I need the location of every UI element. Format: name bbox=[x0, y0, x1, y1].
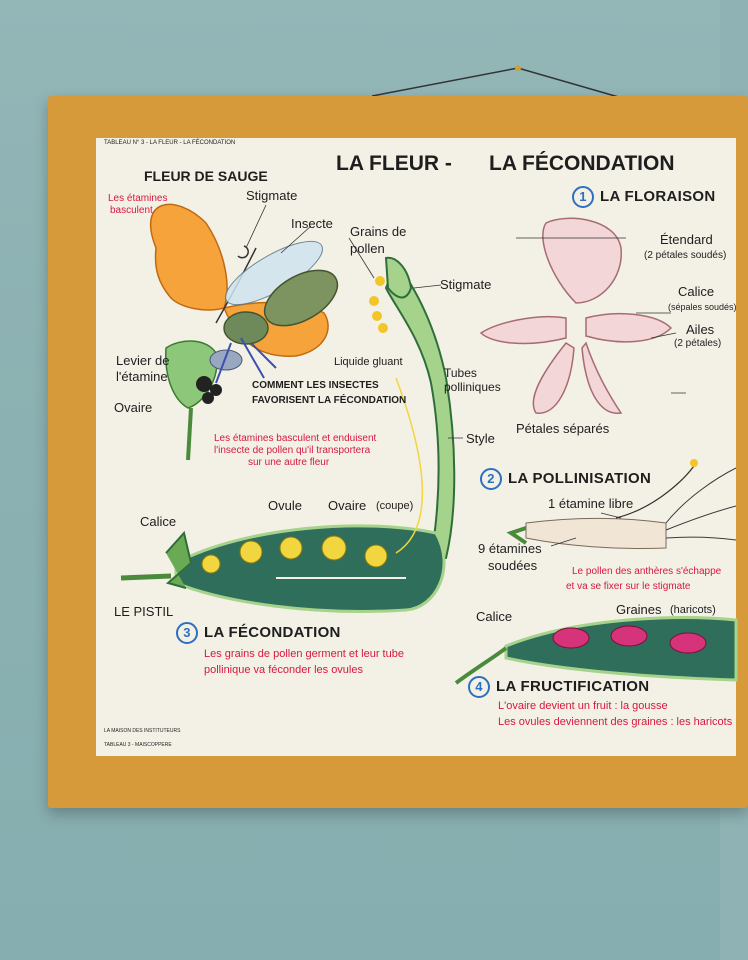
publisher-line-1: LA MAISON DES INSTITUTEURS bbox=[104, 728, 181, 734]
grains-pollen-label-1: Grains de bbox=[350, 224, 407, 239]
poster-title-part1: LA FLEUR - bbox=[336, 152, 452, 175]
ailes-sub-label: (2 pétales) bbox=[674, 338, 722, 349]
stamen-illustration bbox=[506, 459, 737, 550]
section1-heading: 1 LA FLORAISON bbox=[572, 186, 716, 208]
poster-title-part2: LA FÉCONDATION bbox=[489, 152, 675, 175]
pod-illustration bbox=[454, 616, 738, 685]
pistil-calice-label: Calice bbox=[140, 514, 177, 529]
sauge-etamines-label-2: basculent bbox=[110, 205, 153, 216]
section4-title: LA FRUCTIFICATION bbox=[496, 678, 650, 695]
calice-sub-label: (sépales soudés) bbox=[668, 302, 737, 312]
pistil-ovaire-label: Ovaire bbox=[328, 498, 367, 513]
ailes-label: Ailes bbox=[686, 322, 715, 337]
section3-number: 3 bbox=[176, 622, 198, 644]
sauge-comment-2: FAVORISENT LA FÉCONDATION bbox=[252, 395, 407, 406]
sauge-levier-label-2: l'étamine bbox=[116, 369, 168, 384]
le-pistil-label: LE PISTIL bbox=[114, 604, 174, 619]
section1-number: 1 bbox=[572, 186, 594, 208]
section2-note-1: Le pollen des anthères s'échappe bbox=[572, 566, 722, 577]
soudees-label-1: 9 étamines bbox=[478, 541, 542, 556]
section3-note-1: Les grains de pollen germent et leur tub… bbox=[204, 648, 404, 660]
calice-label: Calice bbox=[678, 284, 715, 299]
section2-title: LA POLLINISATION bbox=[508, 470, 652, 487]
sauge-title: FLEUR DE SAUGE bbox=[144, 168, 268, 184]
ovule-label: Ovule bbox=[268, 498, 302, 513]
section3-heading: 3 LA FÉCONDATION bbox=[176, 622, 341, 644]
section2-heading: 2 LA POLLINISATION bbox=[480, 468, 651, 490]
sauge-insecte-label: Insecte bbox=[291, 216, 333, 231]
pistil-illustration bbox=[120, 256, 456, 613]
pistil-stigmate-label: Stigmate bbox=[440, 277, 492, 292]
etendard-sub-label: (2 pétales soudés) bbox=[644, 250, 727, 261]
etendard-label: Étendard bbox=[660, 232, 713, 247]
soudees-label-2: soudées bbox=[488, 558, 538, 573]
sauge-note-3: sur une autre fleur bbox=[248, 457, 330, 468]
haricots-label: (haricots) bbox=[670, 604, 716, 616]
sauge-note-2: l'insecte de pollen qu'il transportera bbox=[214, 445, 371, 456]
section3-title: LA FÉCONDATION bbox=[204, 624, 341, 641]
etamine-libre-label: 1 étamine libre bbox=[548, 496, 634, 511]
sauge-ovaire-label: Ovaire bbox=[114, 400, 153, 415]
section1-title: LA FLORAISON bbox=[600, 188, 716, 205]
section4-note-2: Les ovules deviennent des graines : les … bbox=[498, 716, 733, 728]
liquide-label: Liquide gluant bbox=[334, 356, 403, 368]
sage-flower-illustration bbox=[149, 203, 339, 461]
section4-heading: 4 LA FRUCTIFICATION bbox=[468, 676, 649, 698]
wall-chart-poster: TABLEAU N° 3 - LA FLEUR - LA FÉCONDATION… bbox=[96, 138, 738, 756]
coupe-label: (coupe) bbox=[376, 500, 414, 512]
section4-note-1: L'ovaire devient un fruit : la gousse bbox=[498, 700, 668, 712]
petales-label: Pétales séparés bbox=[516, 421, 610, 436]
tubes-label-2: polliniques bbox=[444, 380, 501, 394]
section3-note-2: pollinique va féconder les ovules bbox=[204, 664, 363, 676]
style-label: Style bbox=[466, 431, 495, 446]
pod-calice-label: Calice bbox=[476, 609, 513, 624]
graines-label: Graines bbox=[616, 602, 662, 617]
floraison-petals-illustration bbox=[479, 217, 673, 414]
sauge-etamines-label-1: Les étamines bbox=[108, 193, 168, 204]
section2-note-2: et va se fixer sur le stigmate bbox=[566, 581, 691, 592]
sauge-comment-1: COMMENT LES INSECTES bbox=[252, 380, 379, 391]
section2-number: 2 bbox=[480, 468, 502, 490]
grains-pollen-label-2: pollen bbox=[350, 241, 385, 256]
section4-number: 4 bbox=[468, 676, 490, 698]
poster-illustrations bbox=[120, 203, 738, 685]
top-caption: TABLEAU N° 3 - LA FLEUR - LA FÉCONDATION bbox=[104, 140, 236, 146]
sauge-note-1: Les étamines basculent et enduisent bbox=[214, 433, 377, 444]
publisher-line-2: TABLEAU 3 - MAISCOPPERE bbox=[104, 742, 172, 748]
sauge-levier-label-1: Levier de bbox=[116, 353, 170, 368]
sauge-stigmate-label: Stigmate bbox=[246, 188, 298, 203]
tubes-label-1: Tubes bbox=[444, 366, 477, 380]
